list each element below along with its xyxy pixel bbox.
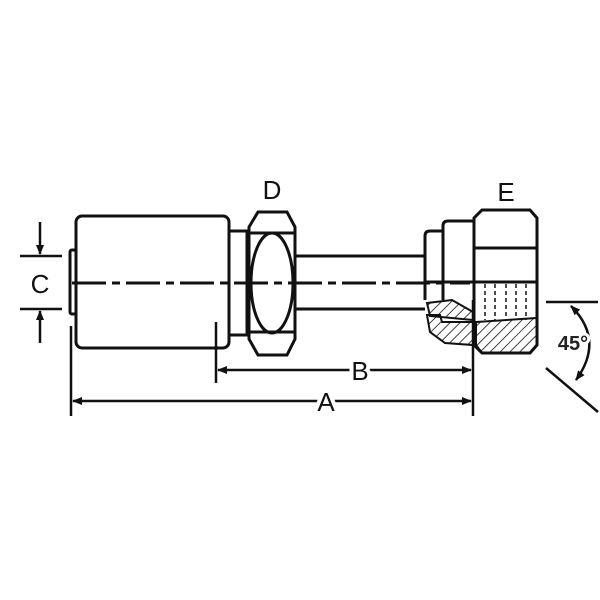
nipple (423, 229, 445, 300)
label-e: E (497, 177, 514, 207)
label-a: A (317, 387, 335, 417)
label-b: B (351, 356, 368, 386)
section-hatching (425, 284, 538, 354)
angle-arc (570, 305, 591, 381)
label-d: D (263, 175, 282, 205)
label-c: C (31, 269, 50, 299)
hex-nut-d (247, 210, 297, 357)
angle-label: 45° (558, 333, 588, 355)
